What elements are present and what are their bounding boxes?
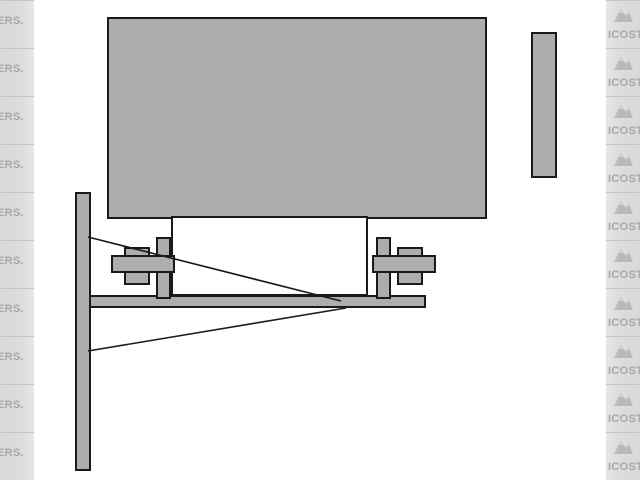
parts-layer: Top Panel Side BarVertical Wall PostHoriz… <box>75 17 557 471</box>
lower-diagonal-brace-line: Lower Diagonal Brace <box>87 307 347 352</box>
upper-diagonal-brace-line: Upper Diagonal Brace <box>87 236 342 302</box>
left-bracket-cross-bar: Left Bracket Cross Bar <box>111 255 175 273</box>
right-bracket-cross-bar: Right Bracket Cross Bar <box>372 255 436 273</box>
horizontal-support-beam: Horizontal Support Beam <box>89 295 426 308</box>
detached-side-bar: Side Bar <box>531 32 557 178</box>
housing-box: Housing Box <box>171 216 368 296</box>
top-panel: Top Panel <box>107 17 487 219</box>
brace-lines-layer: Upper Diagonal BraceLower Diagonal Brace <box>87 236 347 352</box>
vertical-wall-post: Vertical Wall Post <box>75 192 91 471</box>
